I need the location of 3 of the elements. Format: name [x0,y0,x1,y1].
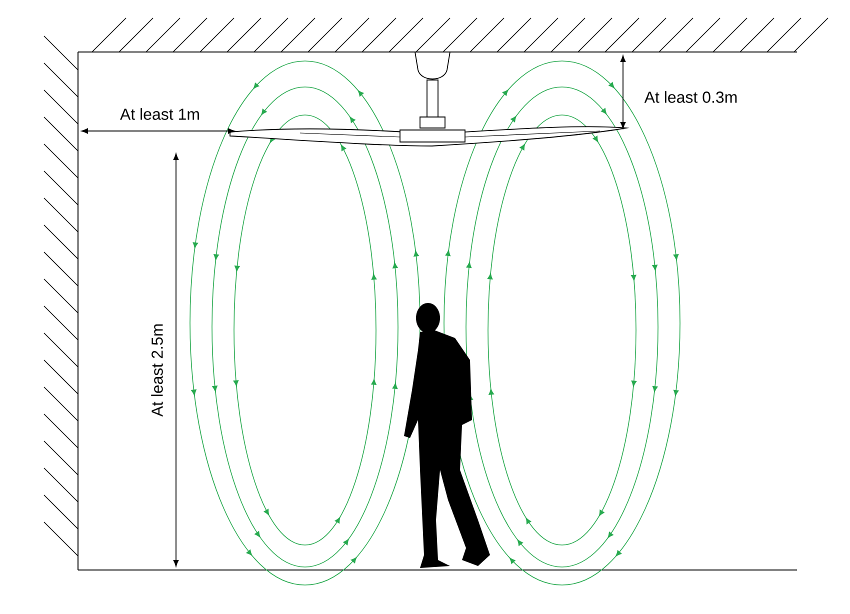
dimension-label: At least 2.5m [151,324,163,417]
dimension-label: At least 0.3m [644,91,737,103]
dimension-label: At least 1m [120,108,199,120]
